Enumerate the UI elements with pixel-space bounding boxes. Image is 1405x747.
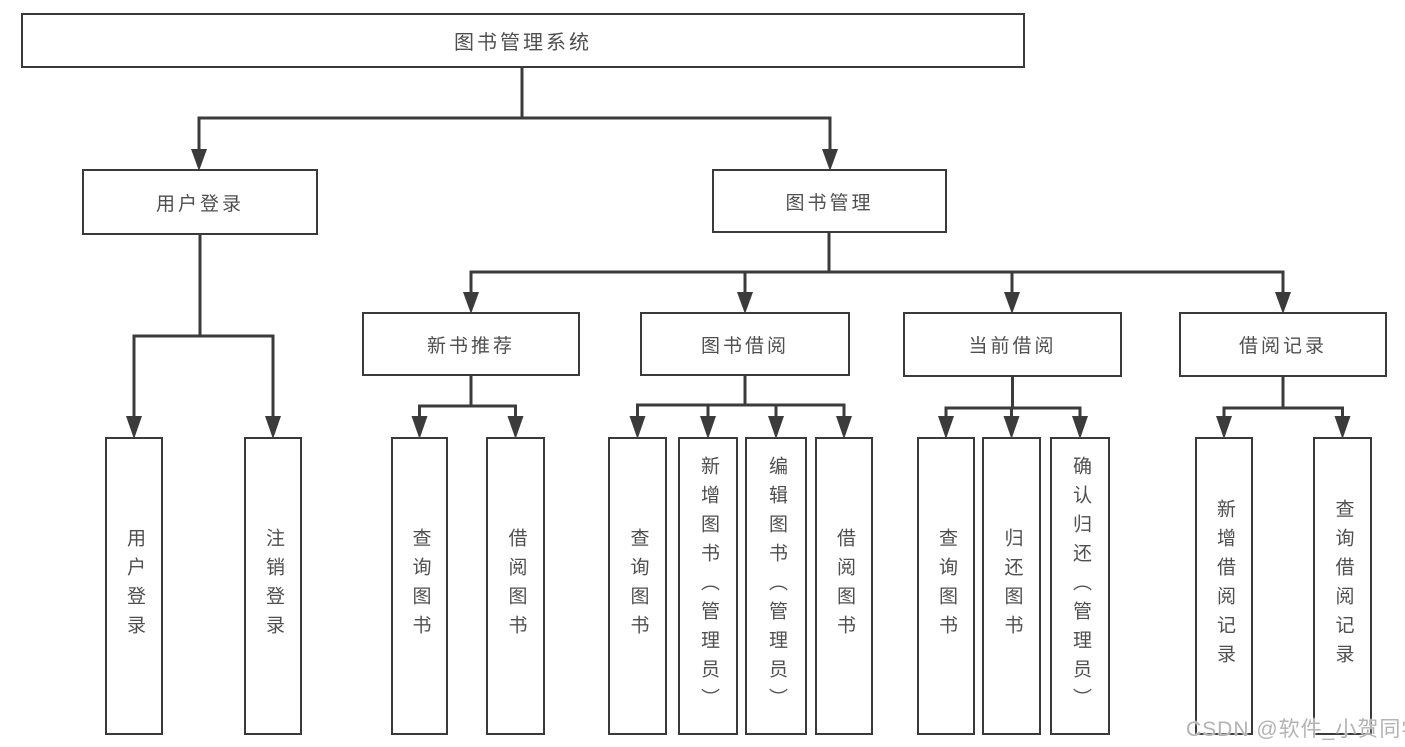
connector-borrowing-records bbox=[1222, 376, 1344, 418]
leaf-borrow-books: 借阅图书 bbox=[815, 437, 873, 735]
leaf-label: 新增图书（管理员） bbox=[697, 455, 719, 717]
leaf-label: 查询图书 bbox=[627, 528, 649, 644]
leaf-label: 借阅图书 bbox=[505, 528, 527, 644]
leaf-borrow-books-recommend: 借阅图书 bbox=[486, 437, 545, 735]
leaf-query-books-recommend: 查询图书 bbox=[391, 437, 448, 735]
leaf-label: 查询图书 bbox=[935, 528, 957, 644]
connector-current-borrowing bbox=[944, 376, 1082, 418]
leaf-user-login: 用户登录 bbox=[105, 437, 163, 735]
leaf-label: 用户登录 bbox=[123, 528, 145, 644]
connector-book-borrowing bbox=[636, 376, 846, 418]
leaf-edit-books-admin: 编辑图书（管理员） bbox=[745, 437, 807, 735]
leaf-query-borrow-record: 查询借阅记录 bbox=[1313, 437, 1372, 735]
node-user-login: 用户登录 bbox=[82, 169, 318, 235]
leaf-label: 查询图书 bbox=[409, 528, 431, 644]
connector-new-book-recommendation bbox=[418, 376, 517, 418]
node-label: 新书推荐 bbox=[426, 335, 515, 357]
leaf-return-books: 归还图书 bbox=[982, 437, 1041, 735]
node-book-management: 图书管理 bbox=[712, 169, 947, 233]
leaf-query-books-current: 查询图书 bbox=[917, 437, 975, 735]
leaf-label: 归还图书 bbox=[1001, 528, 1023, 644]
leaf-confirm-return-admin: 确认归还（管理员） bbox=[1050, 437, 1110, 735]
connector-root bbox=[197, 68, 832, 150]
arrowheads bbox=[126, 149, 1351, 439]
node-current-borrowing: 当前借阅 bbox=[903, 312, 1122, 377]
node-library-management-system: 图书管理系统 bbox=[21, 13, 1025, 68]
node-label: 图书借阅 bbox=[700, 335, 789, 357]
node-label: 图书管理系统 bbox=[454, 32, 592, 54]
node-label: 图书管理 bbox=[785, 192, 874, 214]
node-label: 当前借阅 bbox=[968, 336, 1057, 357]
leaf-label: 编辑图书（管理员） bbox=[765, 455, 787, 717]
leaf-label: 借阅图书 bbox=[833, 528, 855, 644]
leaf-add-books-admin: 新增图书（管理员） bbox=[678, 437, 738, 735]
leaf-label: 注销登录 bbox=[262, 528, 284, 644]
node-label: 借阅记录 bbox=[1238, 336, 1327, 357]
node-label: 用户登录 bbox=[155, 193, 244, 215]
csdn-watermark: CSDN @软件_小贺同学 bbox=[1186, 718, 1405, 741]
leaf-label: 查询借阅记录 bbox=[1332, 499, 1354, 673]
connector-book-management bbox=[469, 233, 1285, 293]
leaf-label: 确认归还（管理员） bbox=[1069, 455, 1091, 717]
node-book-borrowing: 图书借阅 bbox=[640, 312, 850, 376]
leaf-logout: 注销登录 bbox=[244, 437, 302, 735]
node-new-book-recommendation: 新书推荐 bbox=[362, 312, 580, 376]
leaf-query-books-borrowing: 查询图书 bbox=[608, 437, 667, 735]
leaf-add-borrow-record: 新增借阅记录 bbox=[1195, 437, 1253, 735]
node-borrowing-records: 借阅记录 bbox=[1179, 312, 1387, 377]
connector-user-login bbox=[132, 235, 275, 418]
leaf-label: 新增借阅记录 bbox=[1213, 499, 1235, 673]
